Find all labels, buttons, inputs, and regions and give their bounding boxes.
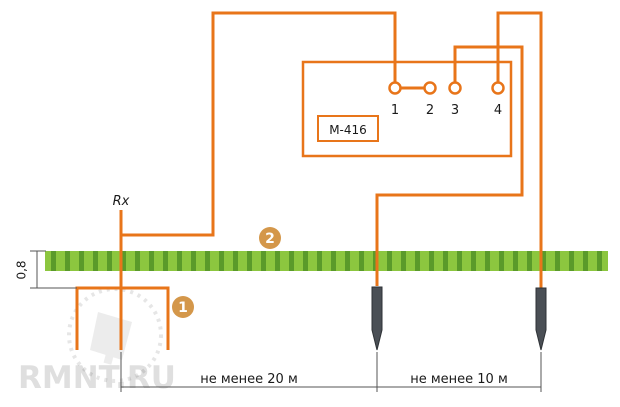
- potential-electrode-spike: [371, 286, 383, 351]
- terminal-1-icon: [388, 81, 402, 95]
- distance-dimension-lines: [120, 352, 542, 392]
- terminal-3-label: 3: [451, 103, 459, 118]
- terminal-4-label: 4: [494, 103, 502, 118]
- distance-label-1: не менее 20 м: [200, 372, 298, 387]
- terminal-3-icon: [448, 81, 462, 95]
- terminal-2-label: 2: [426, 103, 434, 118]
- ground-strip: [45, 251, 608, 271]
- depth-dimension: [30, 250, 77, 289]
- rx-label: Rx: [113, 194, 130, 209]
- current-electrode-spike: [535, 287, 547, 351]
- marker-1-badge: [172, 296, 194, 318]
- wire-rx-to-terminal-1: [119, 11, 397, 237]
- terminal-2-icon: [423, 81, 437, 95]
- depth-label: 0,8: [15, 260, 29, 279]
- device-name: М-416: [329, 123, 367, 137]
- marker-2-label: 2: [265, 231, 275, 247]
- marker-2-badge: [259, 227, 281, 249]
- watermark-text: RMNT.RU: [18, 360, 176, 396]
- wire-terminal-3-to-potential-electrode: [375, 45, 524, 286]
- terminal-4-icon: [491, 81, 505, 95]
- marker-1-label: 1: [178, 300, 188, 316]
- wire-terminal-4-to-current-electrode: [496, 11, 543, 288]
- distance-label-2: не менее 10 м: [410, 372, 508, 387]
- terminal-1-label: 1: [391, 103, 399, 118]
- device-name-box: [317, 115, 379, 142]
